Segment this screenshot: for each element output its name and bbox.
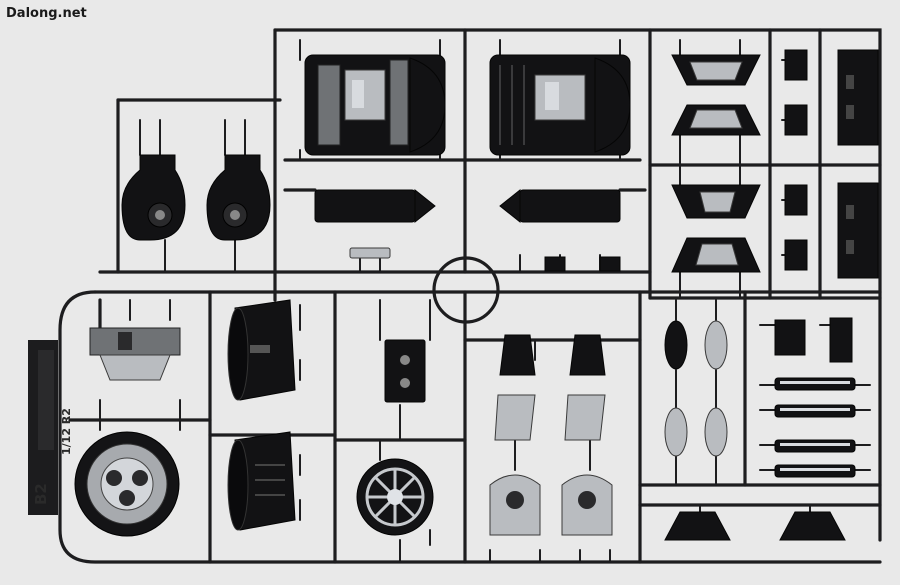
part-bar-right <box>499 188 621 224</box>
watermark: Dalong.net <box>6 6 87 21</box>
sprue-tag-text: 1/12 R2 <box>60 408 73 455</box>
part-bracket-2 <box>784 104 808 136</box>
part-body-cylinder-right <box>489 54 631 156</box>
sprue-tag: B2 1/12 R2 <box>28 340 73 515</box>
part-center-panel <box>384 339 426 403</box>
part-body-cylinder-left <box>304 54 446 156</box>
part-chrome-wheel <box>74 431 180 537</box>
part-leg-upper-right <box>564 334 606 441</box>
part-block-2 <box>829 317 853 363</box>
part-box-upper <box>837 49 879 146</box>
part-cone-upper <box>227 299 296 401</box>
part-bracket-1 <box>784 49 808 81</box>
part-block-1 <box>774 319 806 356</box>
part-foot-right <box>561 474 613 536</box>
part-bottom-trapezoid-right <box>779 511 846 541</box>
part-bottom-trapezoid-left <box>664 511 731 541</box>
part-trapezoid-2 <box>671 104 761 136</box>
part-cone-lower <box>227 431 296 531</box>
part-capsule-2 <box>704 320 728 370</box>
part-flap-right <box>206 154 271 241</box>
part-capsule-4 <box>704 407 728 457</box>
part-box-lower <box>837 182 879 279</box>
part-rods <box>774 377 856 478</box>
part-bar-left <box>314 188 436 224</box>
part-bracket-3 <box>784 184 808 216</box>
part-trapezoid-1 <box>671 54 761 86</box>
part-capsule-1 <box>664 320 688 370</box>
part-chrome-clip <box>349 247 391 259</box>
part-bracket-4 <box>784 239 808 271</box>
part-grille-disc <box>356 458 434 536</box>
part-trapezoid-3 <box>671 184 761 219</box>
sprue-tag-letter: B2 <box>32 483 50 505</box>
sprue-runners <box>58 28 882 564</box>
part-leg-upper-left <box>494 334 536 441</box>
part-foot-left <box>489 474 541 536</box>
part-flap-left <box>121 154 186 241</box>
part-tab-small-a <box>544 256 566 272</box>
part-capsule-3 <box>664 407 688 457</box>
part-trapezoid-4 <box>671 237 761 273</box>
part-tab-small-b <box>599 256 621 272</box>
part-dome-bracket <box>89 327 181 381</box>
